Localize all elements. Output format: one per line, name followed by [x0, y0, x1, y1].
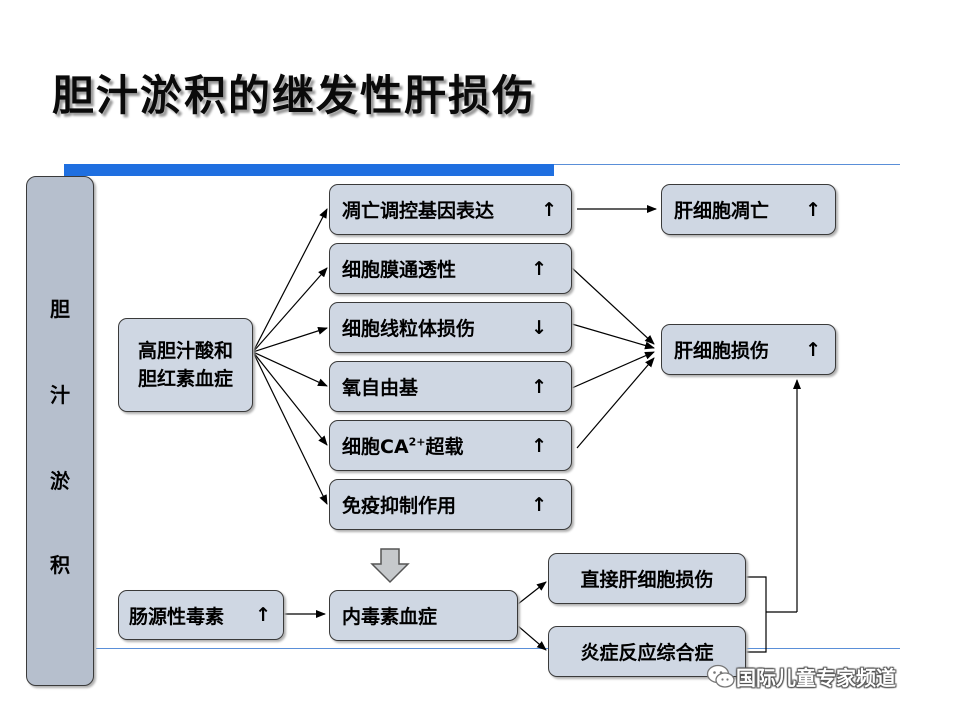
source-line-2: 胆红素血症	[137, 368, 233, 390]
watermark: 国际儿童专家频道	[706, 662, 896, 691]
mechanism-label: 凋亡调控基因表达	[342, 200, 495, 222]
arrow-source-to-mech-4	[252, 351, 328, 387]
mechanism-box-1: 凋亡调控基因表达 ↑	[329, 184, 572, 235]
arrow-source-to-mech-2	[252, 267, 328, 353]
outcome-injury-box: 肝细胞损伤 ↑	[661, 324, 836, 375]
arrow-mech3-to-injury	[571, 323, 655, 350]
column-char: 积	[50, 553, 70, 577]
arrow-up-icon: ↑	[255, 604, 271, 626]
source-line-1: 高胆汁酸和	[137, 340, 233, 362]
column-char: 汁	[50, 383, 70, 407]
label-part: 细胞CA	[342, 436, 409, 458]
mechanism-label: 细胞CA2+超载	[342, 432, 531, 459]
arrow-source-to-mech-1	[252, 208, 328, 353]
arrow-mech2-to-injury	[571, 267, 655, 345]
slide-title: 胆汁淤积的继发性肝损伤	[52, 71, 537, 120]
outcome-apoptosis-box: 肝细胞凋亡 ↑	[661, 184, 836, 235]
mechanism-label: 细胞线粒体损伤	[342, 318, 476, 340]
source-box: 高胆汁酸和 胆红素血症	[118, 318, 253, 412]
arrow-down-icon: ↓	[531, 316, 547, 339]
arrow-endotoxemia-to-inflammation	[517, 625, 547, 651]
toxin-box: 肠源性毒素 ↑	[118, 590, 284, 640]
arrow-source-to-mech-6	[252, 351, 328, 505]
mechanism-box-5: 细胞CA2+超载 ↑	[329, 420, 572, 471]
title-rule-line	[554, 164, 900, 165]
mechanism-label: 细胞膜通透性	[342, 259, 457, 281]
column-char: 胆	[50, 297, 70, 321]
outcome-label: 肝细胞凋亡	[674, 200, 770, 222]
arrow-up-icon: ↑	[541, 198, 557, 221]
arrow-up-icon: ↑	[531, 257, 547, 280]
mechanism-label: 氧自由基	[342, 377, 419, 399]
mechanism-box-2: 细胞膜通透性 ↑	[329, 243, 572, 294]
direct-injury-box: 直接肝细胞损伤	[548, 553, 746, 604]
arrow-endotoxemia-to-direct	[517, 581, 547, 605]
watermark-text: 国际儿童专家频道	[736, 666, 896, 690]
mechanism-box-3: 细胞线粒体损伤 ↓	[329, 302, 572, 353]
inflammation-label: 炎症反应综合症	[580, 642, 714, 664]
arrow-up-icon: ↑	[805, 198, 821, 221]
mechanism-box-6: 免疫抑制作用 ↑	[329, 479, 572, 530]
arrow-mech4-to-injury	[571, 351, 655, 389]
footer-rule-line	[96, 648, 900, 649]
arrow-up-icon: ↑	[531, 375, 547, 398]
arrow-source-to-mech-5	[252, 351, 328, 446]
mechanism-label: 免疫抑制作用	[342, 495, 457, 517]
endotoxemia-box: 内毒素血症	[329, 590, 518, 641]
endotoxemia-label: 内毒素血症	[342, 606, 438, 628]
title-accent-bar	[64, 164, 554, 176]
wechat-logo-icon	[706, 664, 735, 688]
outcome-label: 肝细胞损伤	[674, 340, 770, 362]
superscript: 2+	[408, 435, 426, 449]
label-part: 超载	[425, 436, 464, 458]
toxin-label: 肠源性毒素	[129, 605, 225, 628]
arrow-up-icon: ↑	[531, 434, 547, 457]
arrow-mech5-to-injury	[576, 357, 655, 449]
arrow-up-icon: ↑	[805, 338, 821, 361]
column-char: 淤	[50, 469, 70, 493]
arrow-source-to-mech-3	[252, 326, 328, 353]
hollow-down-arrow-icon	[370, 548, 410, 584]
cholestasis-column: 胆 汁 淤 积	[26, 176, 94, 686]
arrow-up-icon: ↑	[531, 493, 547, 516]
mechanism-box-4: 氧自由基 ↑	[329, 361, 572, 412]
direct-injury-label: 直接肝细胞损伤	[580, 569, 714, 591]
bracket-bottom-outcomes	[746, 576, 767, 653]
